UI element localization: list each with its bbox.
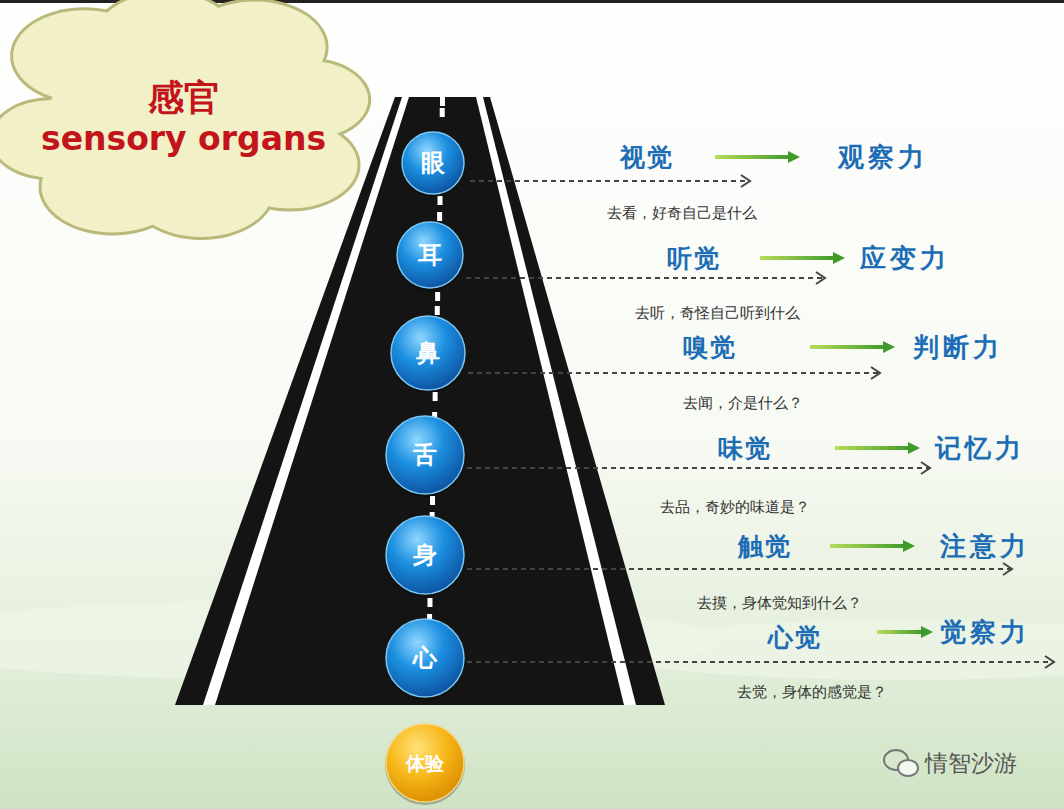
- lane-dash: [433, 392, 438, 401]
- sense-name: 味觉: [718, 432, 772, 465]
- sense-name: 视觉: [620, 141, 674, 174]
- green-arrow-head: [883, 341, 895, 353]
- lane-dash: [430, 496, 435, 505]
- circle-label: 眼: [421, 151, 445, 175]
- sense-name: 触觉: [738, 530, 792, 563]
- watermark: 情智沙游: [925, 748, 1017, 779]
- dashed-arrow: [467, 467, 930, 469]
- lane-dash: [435, 292, 440, 301]
- lane-dash: [440, 97, 445, 106]
- prompt-note: 去品，奇妙的味道是？: [660, 498, 810, 517]
- ability-name: 注意力: [940, 529, 1030, 564]
- dashed-arrow: [466, 277, 825, 279]
- sense-circle: 体验: [385, 723, 465, 803]
- sense-circle: 舌: [385, 415, 465, 495]
- dashed-arrow: [468, 372, 880, 374]
- arrows: [466, 151, 1054, 668]
- green-arrow-head: [833, 252, 845, 264]
- circle-label: 心: [413, 646, 437, 670]
- lane-dash: [435, 306, 440, 315]
- ability-name: 观察力: [838, 140, 928, 175]
- prompt-note: 去听，奇怪自己听到什么: [635, 304, 800, 323]
- watermark-icon: [884, 750, 918, 776]
- ability-name: 觉察力: [940, 615, 1030, 650]
- arrow-head: [1045, 656, 1054, 668]
- green-arrow: [810, 345, 885, 349]
- sense-circle: 心: [385, 618, 465, 698]
- dashed-arrow: [467, 568, 1012, 570]
- ability-name: 应变力: [860, 241, 950, 276]
- prompt-note: 去摸，身体觉知到什么？: [697, 594, 862, 613]
- lane-dash: [427, 598, 432, 607]
- arrow-head: [816, 272, 825, 284]
- green-arrow-head: [908, 442, 920, 454]
- prompt-note: 去闻，介是什么？: [683, 394, 803, 413]
- subtitle-text: sensory organs: [41, 119, 326, 159]
- circle-label: 身: [413, 543, 437, 567]
- green-arrow: [835, 446, 910, 450]
- green-arrow-head: [903, 540, 915, 552]
- ability-name: 判断力: [913, 330, 1003, 365]
- circle-label: 舌: [413, 443, 437, 467]
- green-arrow: [760, 256, 835, 260]
- green-arrow: [877, 630, 923, 634]
- arrow-head: [1003, 563, 1012, 575]
- prompt-note: 去看，好奇自己是什么: [607, 204, 757, 223]
- title-cloud: 感官sensory organs: [6, 8, 361, 226]
- arrow-head: [741, 175, 750, 187]
- dashed-arrow: [470, 180, 750, 182]
- green-arrow: [830, 544, 905, 548]
- green-arrow: [715, 155, 790, 159]
- dashed-arrow: [467, 661, 1054, 663]
- ability-name: 记忆力: [935, 431, 1025, 466]
- prompt-note: 去觉，身体的感觉是？: [737, 683, 887, 702]
- green-arrow-head: [788, 151, 800, 163]
- circle-label: 体验: [406, 754, 444, 773]
- sense-circle: 眼: [401, 131, 465, 195]
- sense-name: 心觉: [768, 621, 822, 654]
- circle-label: 耳: [418, 243, 442, 267]
- lane-dash: [440, 108, 445, 117]
- circle-label: 鼻: [416, 341, 440, 365]
- sense-circle: 身: [385, 515, 465, 595]
- lane-dash: [438, 196, 443, 205]
- sense-circle: 耳: [396, 221, 464, 289]
- sense-name: 嗅觉: [683, 331, 737, 364]
- title-text: 感官: [148, 76, 220, 119]
- arrow-head: [921, 462, 930, 474]
- sense-name: 听觉: [667, 242, 721, 275]
- lane-dash: [437, 212, 442, 221]
- sense-circle: 鼻: [390, 315, 466, 391]
- arrow-head: [871, 367, 880, 379]
- road-edge-line: [476, 97, 636, 705]
- green-arrow-head: [921, 626, 933, 638]
